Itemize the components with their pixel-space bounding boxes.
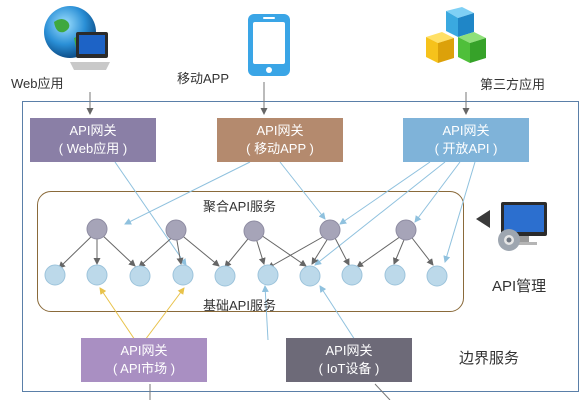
- cubes-icon: [420, 7, 492, 73]
- web-app-label: Web应用: [11, 76, 64, 91]
- globe-icon: [40, 2, 115, 74]
- gateway-iot-subtitle: ( IoT设备 ): [318, 361, 380, 376]
- api-mgmt-arrow: [476, 210, 490, 228]
- base-node: [384, 264, 406, 286]
- base-service-label: 基础API服务: [203, 298, 276, 313]
- gateway-iot-title: API网关: [325, 343, 373, 358]
- gateway-mobile: API网关 ( 移动APP ): [217, 118, 343, 162]
- aggregate-node: [86, 218, 108, 240]
- base-node: [214, 265, 236, 287]
- aggregate-node: [319, 219, 341, 241]
- api-management-label: API管理: [492, 278, 547, 295]
- gateway-mobile-title: API网关: [256, 123, 304, 138]
- gateway-market-subtitle: ( API市场 ): [112, 361, 176, 376]
- edge-boundary: [22, 101, 579, 392]
- gateway-open: API网关 ( 开放API ): [403, 118, 529, 162]
- base-node: [257, 264, 279, 286]
- service-layer-box: [37, 191, 464, 312]
- base-node: [426, 265, 448, 287]
- monitor-gear-icon: [495, 200, 551, 254]
- gateway-market-title: API网关: [120, 343, 168, 358]
- aggregate-service-label: 聚合API服务: [203, 199, 276, 214]
- gateway-open-subtitle: ( 开放API ): [434, 141, 498, 156]
- base-node: [172, 264, 194, 286]
- aggregate-node: [395, 219, 417, 241]
- gateway-web-subtitle: ( Web应用 ): [58, 141, 128, 156]
- gateway-open-title: API网关: [442, 123, 490, 138]
- base-node: [341, 264, 363, 286]
- mobile-app-label: 移动APP: [177, 71, 230, 86]
- gateway-web-title: API网关: [69, 123, 117, 138]
- smartphone-icon: [246, 12, 292, 78]
- third-party-app-label: 第三方应用: [480, 77, 546, 92]
- aggregate-node: [243, 220, 265, 242]
- gateway-market: API网关 ( API市场 ): [81, 338, 207, 382]
- base-node: [86, 264, 108, 286]
- base-node: [299, 265, 321, 287]
- gateway-iot: API网关 ( IoT设备 ): [286, 338, 412, 382]
- aggregate-node: [165, 219, 187, 241]
- base-node: [129, 265, 151, 287]
- edge-service-label: 边界服务: [459, 350, 520, 367]
- base-node: [44, 264, 66, 286]
- gateway-web: API网关 ( Web应用 ): [30, 118, 156, 162]
- gateway-mobile-subtitle: ( 移动APP ): [246, 141, 314, 156]
